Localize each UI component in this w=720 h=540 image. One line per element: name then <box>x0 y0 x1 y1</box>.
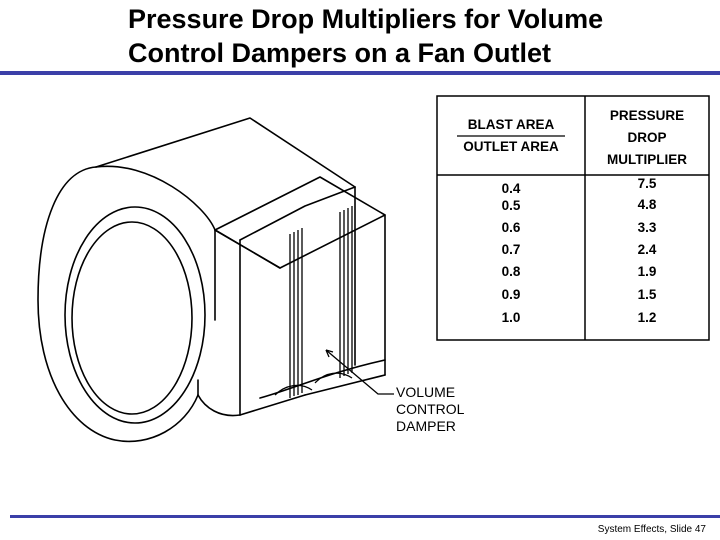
multiplier-table: BLAST AREA OUTLET AREA PRESSURE DROP MUL… <box>436 95 710 341</box>
table-body: 0.4 7.5 0.5 4.8 0.6 3.3 0.7 2.4 0.8 1.9 … <box>502 176 657 325</box>
inlet-ring-outer <box>64 206 206 424</box>
table-cell-multiplier: 3.3 <box>638 220 657 235</box>
table-cell-ratio: 0.8 <box>502 264 521 279</box>
col2-header-line-1: PRESSURE <box>610 108 684 123</box>
inlet-ring-inner <box>71 221 193 415</box>
table-cell-multiplier: 1.9 <box>638 264 657 279</box>
damper-blades <box>274 206 353 398</box>
table-cell-multiplier: 1.5 <box>638 287 657 302</box>
slide-title-line-2: Control Dampers on a Fan Outlet <box>128 38 552 68</box>
slide-title: Pressure Drop Multipliers for Volume Con… <box>128 2 708 70</box>
col2-header-line-2: DROP <box>627 130 666 145</box>
table-border <box>436 95 710 341</box>
title-divider <box>0 71 720 75</box>
table-cell-ratio: 0.6 <box>502 220 521 235</box>
table-cell-ratio: 0.7 <box>502 242 521 257</box>
table-cell-multiplier: 2.4 <box>638 242 657 257</box>
col1-header-denominator: OUTLET AREA <box>463 139 559 154</box>
table-cell-multiplier: 1.2 <box>638 310 657 325</box>
damper-callout-leader <box>325 349 394 395</box>
table-cell-ratio: 1.0 <box>502 310 521 325</box>
fan-housing-illustration <box>37 117 386 443</box>
table-cell-multiplier: 7.5 <box>638 176 657 191</box>
table-cell-ratio: 0.5 <box>502 198 521 213</box>
callout-line-3: DAMPER <box>396 418 456 434</box>
callout-line-2: CONTROL <box>396 401 465 417</box>
slide-title-line-1: Pressure Drop Multipliers for Volume <box>128 4 604 34</box>
footer-divider <box>10 515 720 518</box>
slide-footer: System Effects, Slide 47 <box>597 524 706 535</box>
col2-header-line-3: MULTIPLIER <box>607 152 687 167</box>
col1-header-numerator: BLAST AREA <box>468 117 555 132</box>
table-cell-ratio: 0.9 <box>502 287 521 302</box>
table-cell-ratio: 0.4 <box>502 181 521 196</box>
callout-line-1: VOLUME <box>396 384 455 400</box>
table-cell-multiplier: 4.8 <box>638 197 657 212</box>
